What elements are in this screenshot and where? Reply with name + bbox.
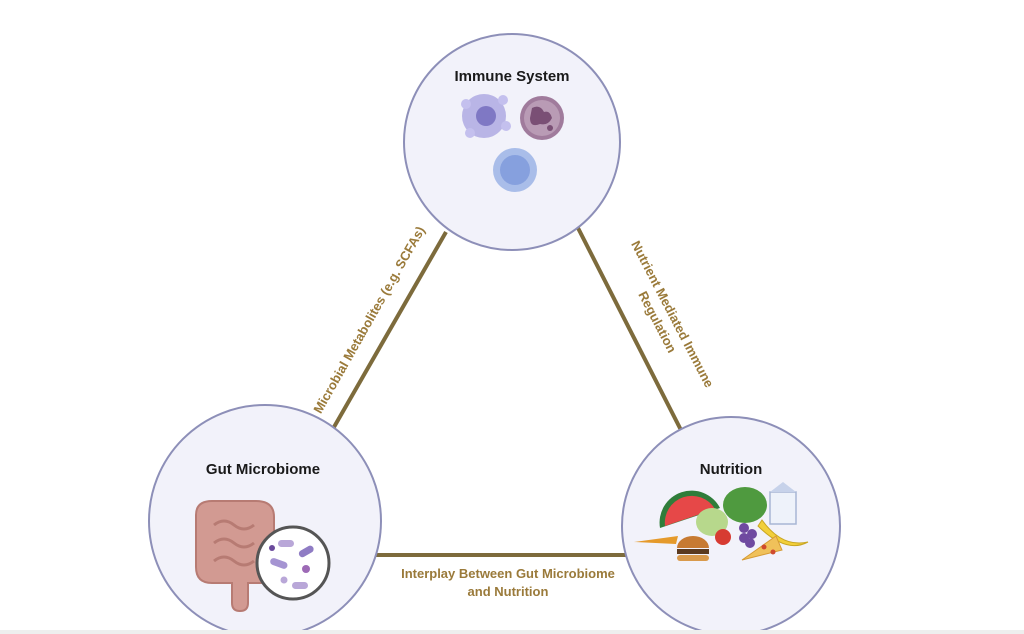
tomato-icon [715,529,731,545]
bottom-edge-strip [0,630,1024,634]
bacteria-magnifier-icon [255,525,331,601]
node-gut-title: Gut Microbiome [206,461,320,478]
grapes-icon [739,523,757,548]
watermelon-icon [659,490,720,528]
leafy-greens-icon [696,487,767,536]
node-nutrition-title: Nutrition [700,461,762,478]
edge-immune-nutrition-label: Nutrient Mediated Immune Regulation [628,238,717,390]
edge-gut-immune-line [328,231,448,435]
lymphocyte-cell-icon [493,148,537,192]
banana-icon [757,519,809,546]
node-nutrition: Nutrition [621,416,841,634]
macrophage-cell-icon [461,94,511,138]
node-immune-system: Immune System [403,33,621,251]
edge-immune-nutrition-line [575,225,686,437]
node-immune-circle [403,33,621,251]
burger-icon [677,536,709,561]
intestine-icon [195,500,275,613]
pizza-slice-icon [741,535,783,561]
edge-gut-nutrition-label-line2: and Nutrition [468,584,549,599]
node-immune-title: Immune System [454,68,569,85]
edge-gut-nutrition-label: Interplay Between Gut Microbiome and Nut… [401,566,615,599]
node-nutrition-circle [621,416,841,634]
neutrophil-cell-icon [520,96,564,140]
milk-carton-icon [769,482,797,525]
carrot-icon [634,536,678,544]
node-gut-microbiome: Gut Microbiome [148,404,382,634]
edge-gut-immune-label: Microbial Metabolites (e.g. SCFAs) [310,224,428,416]
edge-immune-nutrition-label-line1: Nutrient Mediated Immune [628,238,717,390]
edge-gut-nutrition-label-line1: Interplay Between Gut Microbiome [401,566,615,581]
